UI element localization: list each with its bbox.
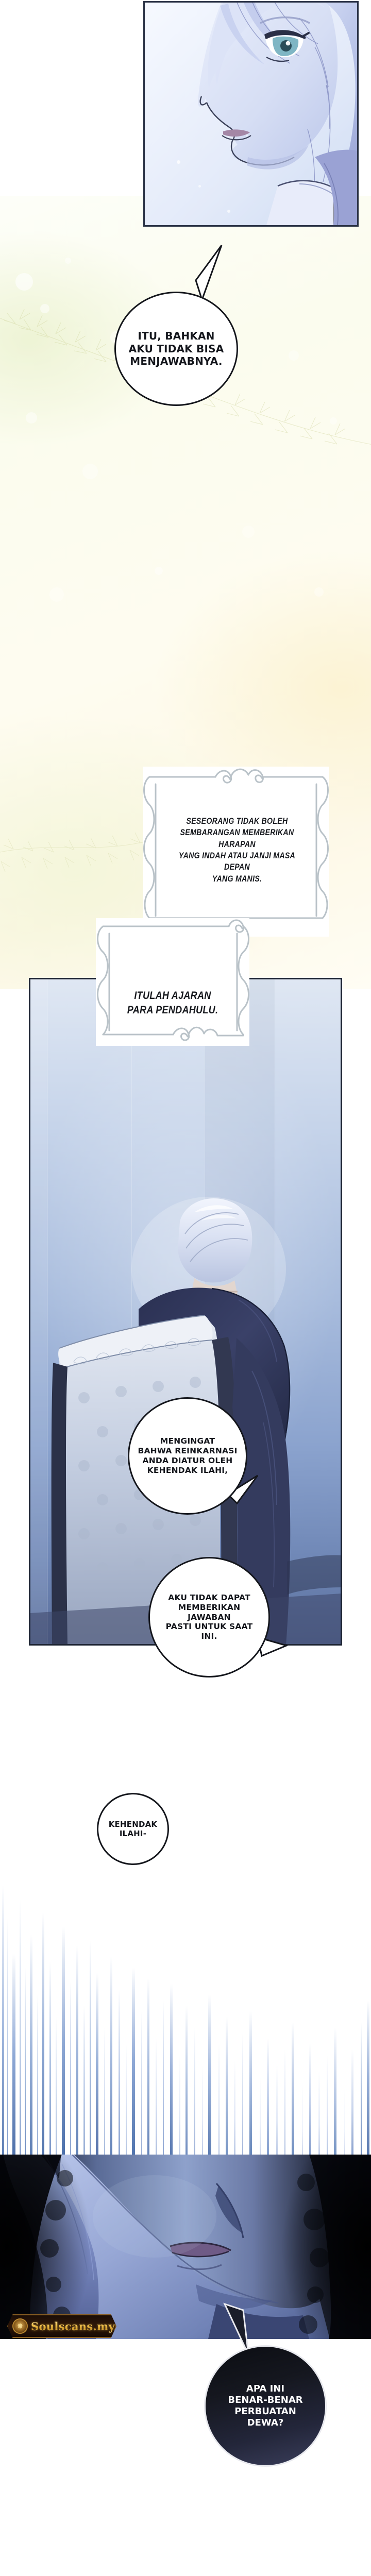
bubble-5-tail	[222, 2301, 252, 2358]
bubble-3-text: AKU TIDAK DAPAT MEMBERIKAN JAWABAN PASTI…	[165, 1592, 253, 1641]
watermark-text: Soulscans.my.id	[31, 2319, 130, 2333]
narration-2-text: ITULAH AJARAN PARA PENDAHULU.	[127, 989, 218, 1016]
bubble-itu-bahkan: ITU, BAHKAN AKU TIDAK BISA MENJAWABNYA.	[114, 292, 238, 406]
background-white-mid	[0, 1638, 371, 1906]
bubble-2-tail	[227, 1473, 260, 1504]
panel-figure-in-armchair	[29, 978, 342, 1646]
bubble-apa-ini-perbuatan-dewa: APA INI BENAR-BENAR PERBUATAN DEWA?	[204, 2345, 327, 2467]
bubble-2-text: MENGINGAT BAHWA REINKARNASI ANDA DIATUR …	[138, 1436, 238, 1475]
narration-1-text: SESEORANG TIDAK BOLEH SEMBARANGAN MEMBER…	[178, 817, 296, 884]
bubble-1-tail	[195, 244, 226, 301]
panel-profile-closeup	[143, 1, 359, 227]
crest-icon: ✸	[12, 2318, 28, 2334]
speed-lines-band	[0, 1886, 371, 2159]
panel-dark-face-closeup	[0, 2155, 371, 2339]
bubble-aku-tidak-dapat: AKU TIDAK DAPAT MEMBERIKAN JAWABAN PASTI…	[148, 1557, 270, 1677]
bubble-kehendak-ilahi: KEHENDAK ILAHI-	[97, 1793, 169, 1865]
watermark-badge: ✸ Soulscans.my.id	[7, 2314, 116, 2338]
bubble-4-text: KEHENDAK ILAHI-	[108, 1819, 158, 1838]
narration-frame-2: ITULAH AJARAN PARA PENDAHULU.	[91, 913, 255, 1051]
bubble-mengingat: MENGINGAT BAHWA REINKARNASI ANDA DIATUR …	[128, 1397, 247, 1515]
bubble-1-text: ITU, BAHKAN AKU TIDAK BISA MENJAWABNYA.	[128, 330, 224, 368]
narration-frame-1: SESEORANG TIDAK BOLEH SEMBARANGAN MEMBER…	[138, 761, 334, 942]
bubble-5-text: APA INI BENAR-BENAR PERBUATAN DEWA?	[228, 2383, 303, 2428]
